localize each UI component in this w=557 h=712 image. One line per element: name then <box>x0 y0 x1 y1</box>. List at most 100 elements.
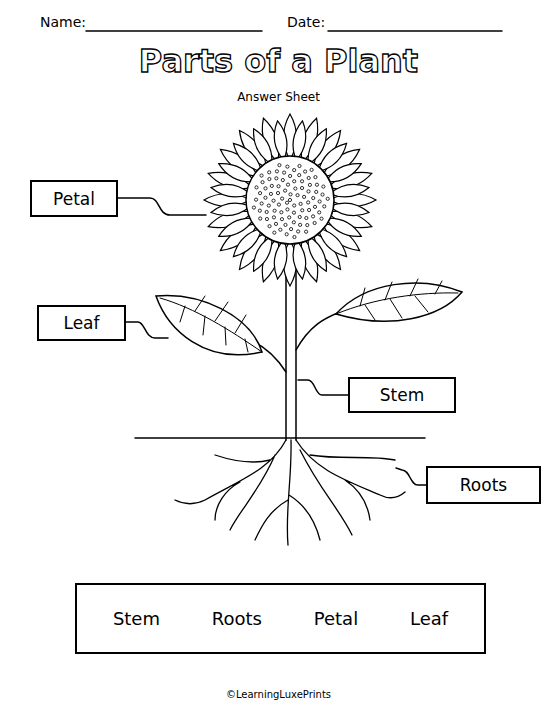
seed-dot <box>296 194 299 197</box>
seed-dot <box>289 193 292 196</box>
seed-dot <box>260 174 263 177</box>
seed-dot <box>310 168 313 171</box>
leaf <box>336 283 462 321</box>
flower-disk <box>246 156 334 244</box>
seed-dot <box>321 193 324 196</box>
seed-dot <box>292 211 295 214</box>
copyright: ©LearningLuxePrints <box>0 689 557 700</box>
label-box: Stem <box>348 377 456 413</box>
label-box: Leaf <box>37 305 126 341</box>
seed-dot <box>300 186 303 189</box>
seed-dot <box>274 222 277 225</box>
seed-dot <box>313 221 316 224</box>
label-text: Stem <box>113 608 160 629</box>
seed-dot <box>304 170 307 173</box>
label-text: Leaf <box>63 313 99 333</box>
label-text: Roots <box>460 475 507 495</box>
seed-dot <box>268 177 271 180</box>
leaf-vein <box>160 298 262 352</box>
seed-dot <box>307 190 310 193</box>
seed-dot <box>277 185 280 188</box>
seed-dot <box>268 225 271 228</box>
seed-dot <box>312 196 315 199</box>
leaf-vein <box>360 279 442 320</box>
seed-dot <box>276 191 279 194</box>
leaf-stalk <box>296 312 340 350</box>
seed-dot <box>284 189 287 192</box>
leaf-vein <box>180 296 248 352</box>
seed-dot <box>315 190 318 193</box>
seed-dot <box>302 195 305 198</box>
seed-dot <box>254 198 257 201</box>
seed-dot <box>297 230 300 233</box>
seed-dot <box>260 202 263 205</box>
seed-dot <box>315 183 318 186</box>
seed-dot <box>314 176 317 179</box>
seed-dot <box>308 183 311 186</box>
seed-dot <box>311 215 314 218</box>
seed-dot <box>286 183 289 186</box>
seed-dot <box>298 174 301 177</box>
seed-dot <box>318 211 321 214</box>
seed-dot <box>252 206 255 209</box>
petal-shape <box>210 182 251 200</box>
seed-dot <box>284 223 287 226</box>
seed-dot <box>277 203 280 206</box>
seed-dot <box>318 200 321 203</box>
seed-dot <box>304 230 307 233</box>
seed-dot <box>285 201 288 204</box>
leader-line <box>396 468 426 485</box>
petal-shape <box>329 200 370 218</box>
seed-dot <box>289 174 292 177</box>
ground-line <box>135 437 425 439</box>
seed-dot <box>281 178 284 181</box>
label-box: Roots <box>426 466 541 504</box>
seed-dot <box>283 171 286 174</box>
name-line <box>86 30 262 32</box>
seed-dot <box>265 217 268 220</box>
seed-dot <box>280 218 283 221</box>
seed-dot <box>307 208 310 211</box>
seed-dot <box>306 223 309 226</box>
seed-dot <box>293 235 296 238</box>
sunflower-head <box>204 114 376 286</box>
seed-dot <box>293 180 296 183</box>
seed-dot <box>272 199 275 202</box>
seed-dot <box>268 171 271 174</box>
seed-dot <box>278 164 281 167</box>
seed-dot <box>269 192 272 195</box>
seed-dot <box>270 184 273 187</box>
seed-dot <box>258 192 261 195</box>
label-text: Petal <box>53 189 95 209</box>
leader-line <box>118 198 206 215</box>
seed-dot <box>289 228 292 231</box>
seed-dot <box>258 209 261 212</box>
seed-dot <box>307 201 310 204</box>
seed-dot <box>292 221 295 224</box>
seed-dot <box>273 209 276 212</box>
seed-dot <box>285 233 288 236</box>
seed-dot <box>275 170 278 173</box>
date-line <box>328 30 502 32</box>
petal-shape <box>272 239 290 280</box>
seed-dot <box>320 217 323 220</box>
seed-dot <box>305 216 308 219</box>
seed-dot <box>272 216 275 219</box>
leader-line <box>298 380 348 395</box>
seed-dot <box>281 197 284 200</box>
seed-dot <box>298 164 301 167</box>
label-box: Petal <box>30 180 118 217</box>
date-label: Date: <box>287 14 325 30</box>
petal-shape <box>272 120 290 161</box>
seed-dot <box>293 204 296 207</box>
seed-dot <box>280 211 283 214</box>
seed-dot <box>294 187 297 190</box>
seed-dot <box>273 231 276 234</box>
seed-dot <box>264 187 267 190</box>
seed-dot <box>313 205 316 208</box>
seed-dot <box>299 202 302 205</box>
petal-shape <box>210 200 251 218</box>
label-text: Leaf <box>410 608 448 629</box>
stem <box>286 262 296 440</box>
seed-dot <box>288 198 291 201</box>
